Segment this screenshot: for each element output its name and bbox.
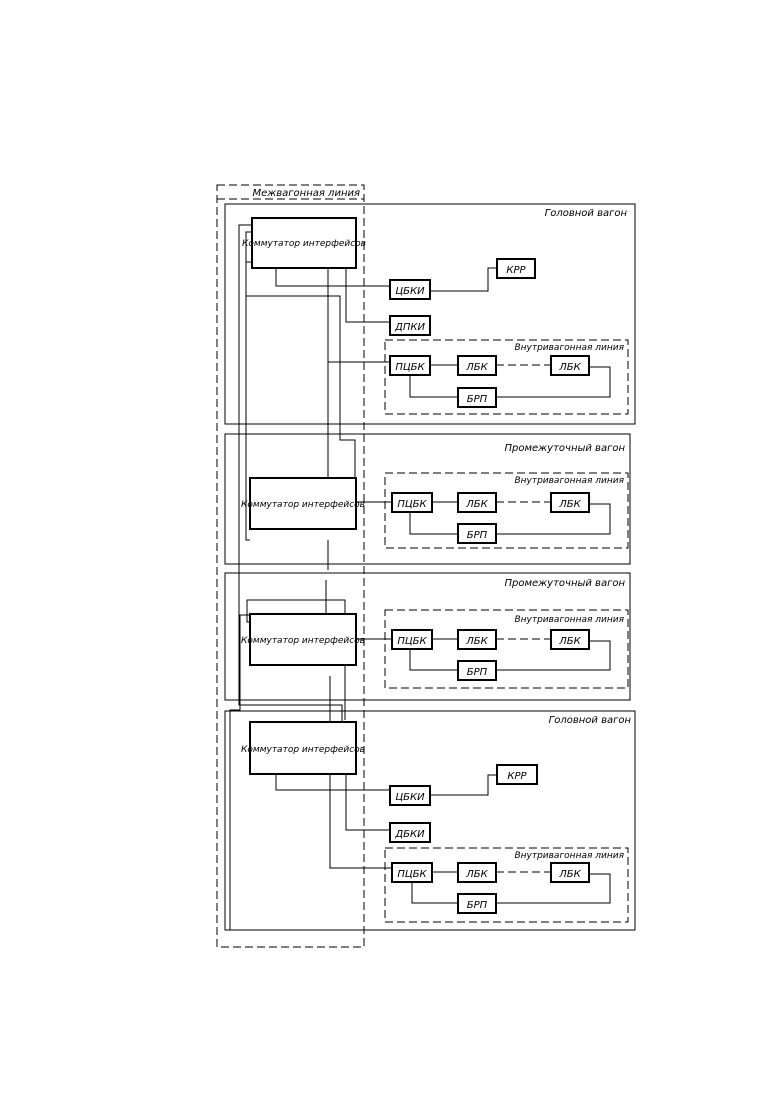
car-intermediate-2: Промежуточный вагон Коммутатор интерфейс… bbox=[225, 573, 630, 700]
svg-text:Внутривагонная линия: Внутривагонная линия bbox=[514, 615, 624, 625]
svg-text:Внутривагонная линия: Внутривагонная линия bbox=[514, 343, 624, 353]
svg-text:БРП: БРП bbox=[467, 667, 488, 678]
svg-text:ЛБК: ЛБК bbox=[465, 869, 488, 880]
intra-car-line: Внутривагонная линия ПЦБК ЛБК ЛБК БРП bbox=[356, 610, 628, 688]
svg-text:Внутривагонная линия: Внутривагонная линия bbox=[514, 851, 624, 861]
svg-text:ЛБК: ЛБК bbox=[465, 362, 488, 373]
car-title: Промежуточный вагон bbox=[504, 443, 625, 454]
intra-car-line: Внутривагонная линия ПЦБК ЛБК ЛБК БРП bbox=[356, 473, 628, 548]
svg-text:ДПКИ: ДПКИ bbox=[394, 322, 425, 333]
svg-text:ЦБКИ: ЦБКИ bbox=[395, 286, 425, 297]
car-title: Головной вагон bbox=[545, 208, 628, 219]
svg-text:ЛБК: ЛБК bbox=[465, 499, 488, 510]
inter-car-line-label: Межвагонная линия bbox=[252, 188, 360, 199]
svg-text:ЛБК: ЛБК bbox=[558, 499, 581, 510]
car-head-top: Головной вагон Коммутатор интерфейсов ЦБ… bbox=[225, 204, 635, 424]
svg-text:КРР: КРР bbox=[506, 265, 526, 276]
svg-text:КРР: КРР bbox=[507, 771, 527, 782]
svg-text:ПЦБК: ПЦБК bbox=[395, 362, 425, 373]
svg-text:БРП: БРП bbox=[467, 900, 488, 911]
intra-car-line: Внутривагонная линия ПЦБК ЛБК ЛБК БРП bbox=[328, 268, 628, 414]
svg-text:ПЦБК: ПЦБК bbox=[397, 636, 427, 647]
svg-text:ЛБК: ЛБК bbox=[558, 636, 581, 647]
svg-text:ПЦБК: ПЦБК bbox=[397, 499, 427, 510]
interface-switch-label: Коммутатор интерфейсов bbox=[241, 500, 365, 510]
svg-text:ДБКИ: ДБКИ bbox=[394, 829, 425, 840]
svg-text:Внутривагонная линия: Внутривагонная линия bbox=[514, 476, 624, 486]
car-title: Головной вагон bbox=[549, 715, 632, 726]
interface-switch-label: Коммутатор интерфейсов bbox=[241, 636, 365, 646]
inter-car-wiring bbox=[230, 225, 380, 930]
car-title: Промежуточный вагон bbox=[504, 578, 625, 589]
svg-text:ЛБК: ЛБК bbox=[558, 362, 581, 373]
car-head-bottom: Головной вагон Коммутатор интерфейсов ЦБ… bbox=[225, 711, 635, 930]
svg-text:ЛБК: ЛБК bbox=[465, 636, 488, 647]
intra-car-line: Внутривагонная линия ПЦБК ЛБК ЛБК БРП bbox=[330, 774, 628, 922]
svg-text:БРП: БРП bbox=[467, 394, 488, 405]
svg-text:ЛБК: ЛБК bbox=[558, 869, 581, 880]
svg-text:БРП: БРП bbox=[467, 530, 488, 541]
svg-text:ЦБКИ: ЦБКИ bbox=[395, 792, 425, 803]
interface-switch-label: Коммутатор интерфейсов bbox=[241, 745, 365, 755]
car-intermediate-1: Промежуточный вагон Коммутатор интерфейс… bbox=[225, 434, 630, 564]
svg-text:ПЦБК: ПЦБК bbox=[397, 869, 427, 880]
interface-switch-label: Коммутатор интерфейсов bbox=[242, 239, 366, 249]
